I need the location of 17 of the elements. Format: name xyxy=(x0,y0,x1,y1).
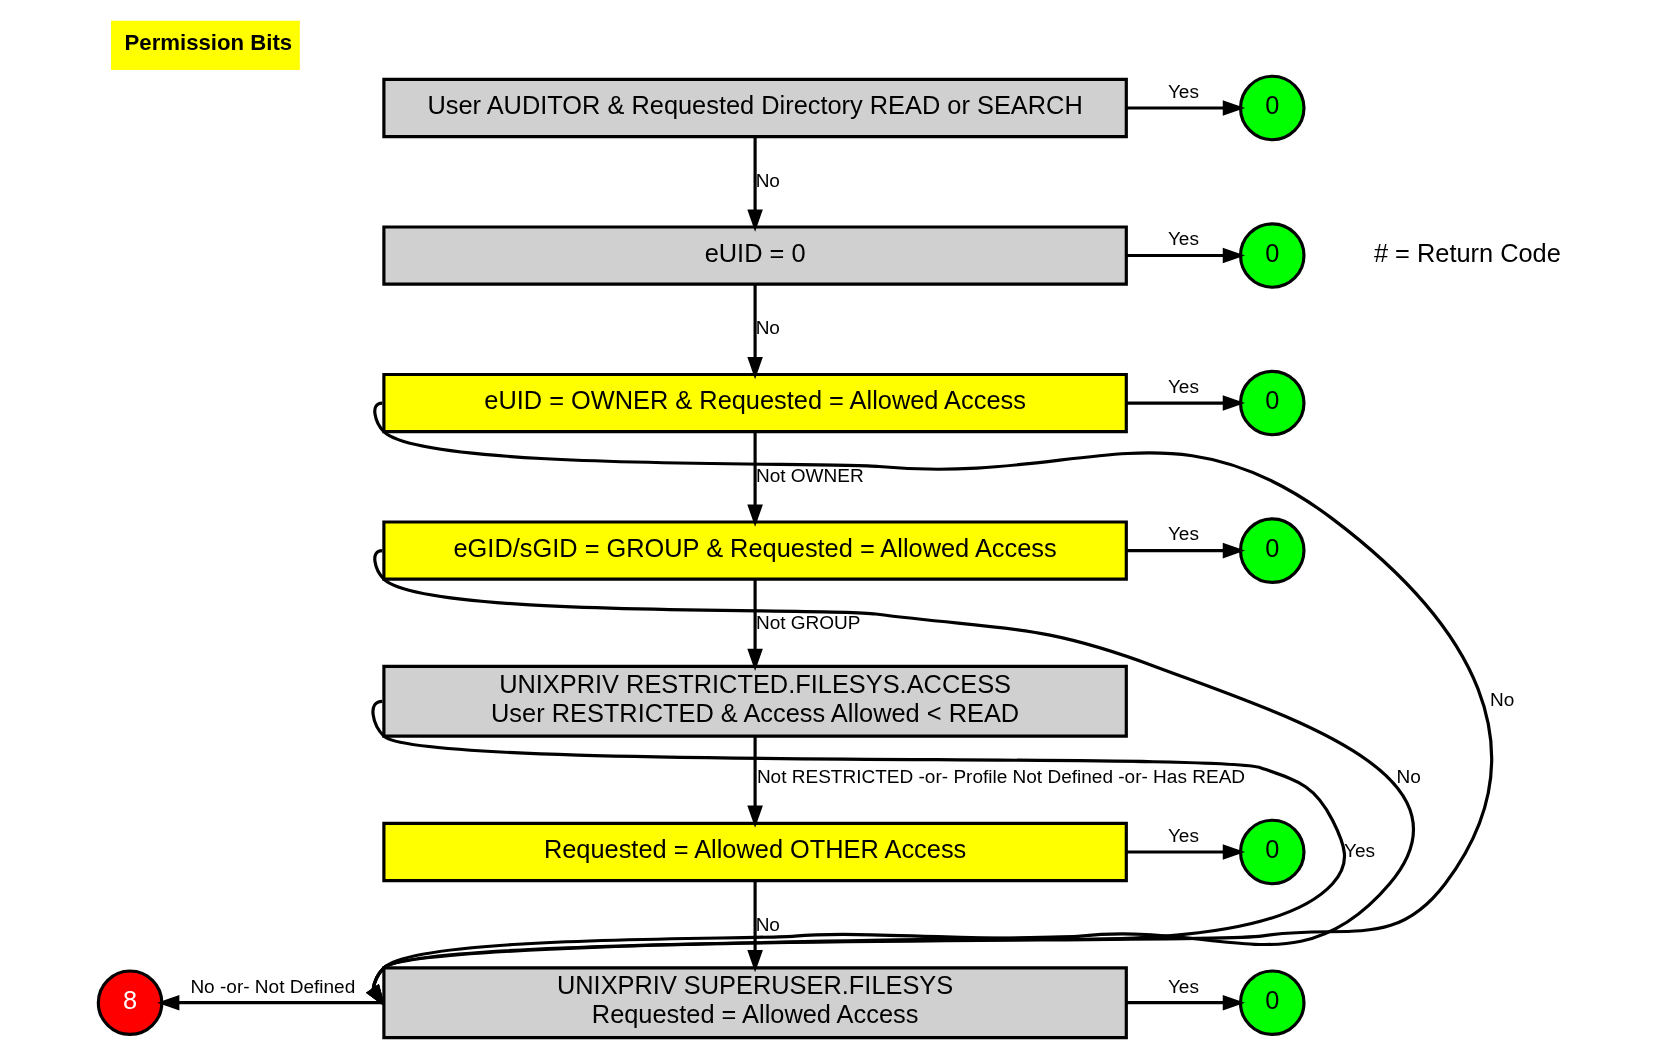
edge-label: Yes xyxy=(1167,80,1199,102)
edge-label: No xyxy=(755,169,780,191)
edge-label: Yes xyxy=(1167,228,1199,250)
edge-label: No xyxy=(1489,689,1514,711)
diagram-title: Permission Bits xyxy=(124,30,292,56)
edge-label: Yes xyxy=(1167,523,1199,545)
edge-label: No -or- Not Defined xyxy=(189,975,355,997)
edge-label: Yes xyxy=(1167,975,1199,997)
edge-label: Yes xyxy=(1167,375,1199,397)
edge-label: No xyxy=(1396,766,1421,788)
edge-label: Not RESTRICTED -or- Profile Not Defined -or- Has READ xyxy=(756,766,1245,788)
edge-label: Not GROUP xyxy=(755,612,861,634)
edge-label: No xyxy=(755,913,780,935)
edge-label: Not OWNER xyxy=(755,464,864,486)
label: # = Return Code xyxy=(1373,238,1561,267)
edge-label: No xyxy=(755,317,780,339)
edge-label: Yes xyxy=(1167,824,1199,846)
